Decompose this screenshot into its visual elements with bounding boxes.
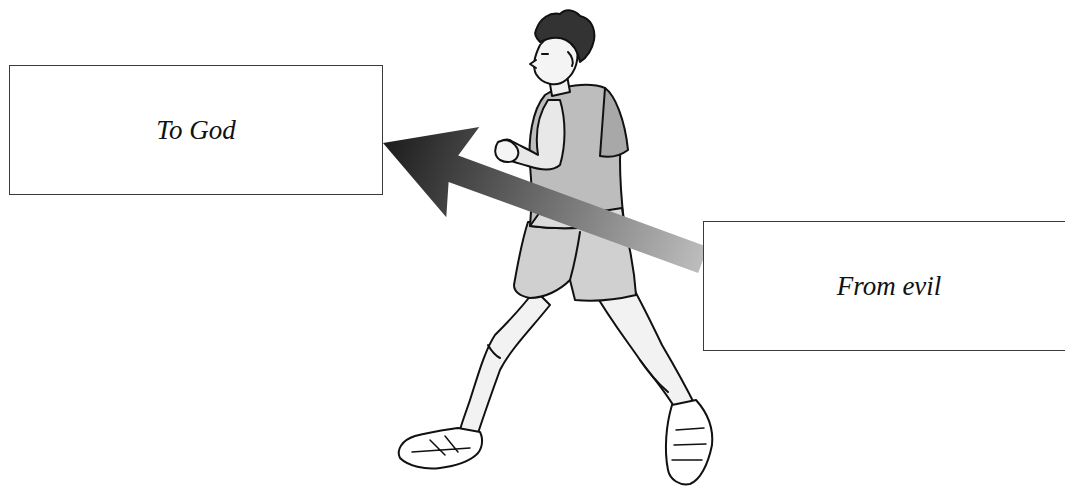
box-label: To God	[146, 111, 245, 150]
direction-arrow	[383, 127, 708, 273]
text-box: To God	[9, 65, 383, 195]
text-box: From evil	[703, 221, 1065, 351]
box-label: From evil	[827, 267, 952, 306]
